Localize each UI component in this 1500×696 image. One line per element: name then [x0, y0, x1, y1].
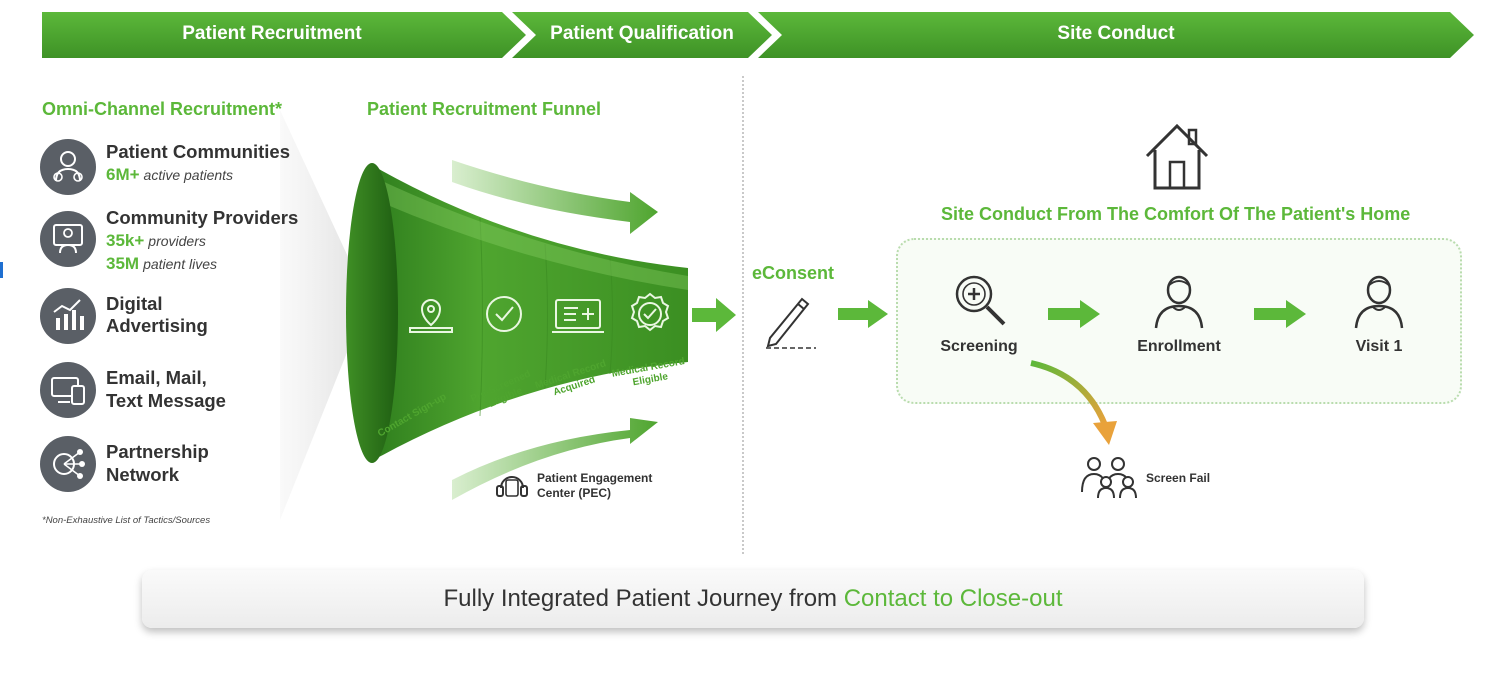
channel-title: Network	[106, 464, 179, 485]
pec-label-line: Center (PEC)	[537, 486, 612, 500]
channel-title: Email, Mail,	[106, 367, 207, 388]
stage-banner	[42, 12, 1474, 58]
channel-title: Advertising	[106, 315, 208, 336]
patient-community-icon	[40, 139, 96, 195]
channel-title: Community Providers	[106, 207, 299, 228]
pen-icon	[766, 297, 816, 349]
stage-label-qualification: Patient Qualification	[550, 23, 734, 44]
group-people-icon	[1081, 457, 1137, 499]
funnel-title: Patient Recruitment Funnel	[367, 99, 602, 119]
upper-flow-arrow	[452, 160, 658, 234]
stage-label-site: Site Conduct	[1057, 23, 1175, 44]
person-icon	[1154, 275, 1204, 329]
econsent-label: eConsent	[752, 263, 835, 283]
stat-description: providers	[148, 233, 206, 249]
badge-check-icon	[630, 292, 670, 332]
econsent-arrow	[838, 300, 888, 328]
step-label-enrollment: Enrollment	[1137, 338, 1221, 355]
recruitment-funnel	[346, 160, 736, 500]
lower-flow-arrow	[452, 418, 658, 500]
house-icon	[1145, 123, 1209, 190]
person-icon	[1354, 275, 1404, 329]
footnote: *Non-Exhaustive List of Tactics/Sources	[42, 515, 211, 526]
omni-channel-title: Omni-Channel Recruitment*	[42, 99, 283, 119]
stage-arrow-site	[758, 12, 1474, 58]
screen-fail-arrow	[1030, 360, 1117, 445]
channel-stat: 6M+active patients	[106, 164, 233, 187]
summary-highlight: Contact to Close-out	[843, 585, 1063, 612]
step-label-visit-1: Visit 1	[1355, 338, 1403, 355]
pec-label-line: Patient Engagement	[537, 471, 653, 485]
channel-title: Patient Communities	[106, 141, 290, 162]
chart-icon	[40, 288, 96, 344]
step-arrow	[1048, 300, 1100, 328]
devices-icon	[40, 362, 96, 418]
location-pin-icon	[409, 298, 453, 333]
channel-wedge	[280, 110, 368, 520]
funnel-mouth	[346, 163, 398, 463]
stat-number: 6M+	[106, 165, 140, 184]
summary-text: Fully Integrated Patient Journey from	[443, 585, 844, 612]
channel-title: Digital	[106, 293, 163, 314]
step-label-screening: Screening	[940, 338, 1018, 355]
stage-arrow-qualification	[512, 12, 772, 58]
network-icon	[40, 436, 96, 492]
stat-description: patient lives	[143, 256, 218, 272]
summary-banner: Fully Integrated Patient Journey from Co…	[142, 570, 1364, 628]
edge-marker	[0, 262, 3, 278]
screen-fail-label: Screen Fail	[1146, 471, 1211, 485]
medical-monitor-icon	[552, 299, 604, 333]
magnifier-plus-icon	[955, 275, 1006, 326]
provider-icon	[40, 211, 96, 267]
stat-number: 35k+	[106, 231, 145, 250]
funnel-exit-arrow	[692, 298, 736, 332]
channel-title: Text Message	[106, 390, 226, 411]
home-visit-box	[896, 238, 1462, 404]
stage-label-recruitment: Patient Recruitment	[182, 23, 362, 44]
headset-icon	[496, 476, 528, 497]
step-arrow	[1254, 300, 1306, 328]
stat-number: 35M	[106, 254, 140, 273]
site-conduct-title: Site Conduct From The Comfort Of The Pat…	[941, 204, 1411, 224]
channel-title: Partnership	[106, 441, 209, 462]
stat-description: active patients	[143, 167, 234, 183]
stage-divider	[742, 76, 744, 554]
channel-stat: 35k+providers	[106, 230, 206, 253]
funnel-body	[370, 164, 688, 462]
stage-arrow-recruitment	[42, 12, 526, 58]
check-circle-icon	[486, 296, 522, 332]
